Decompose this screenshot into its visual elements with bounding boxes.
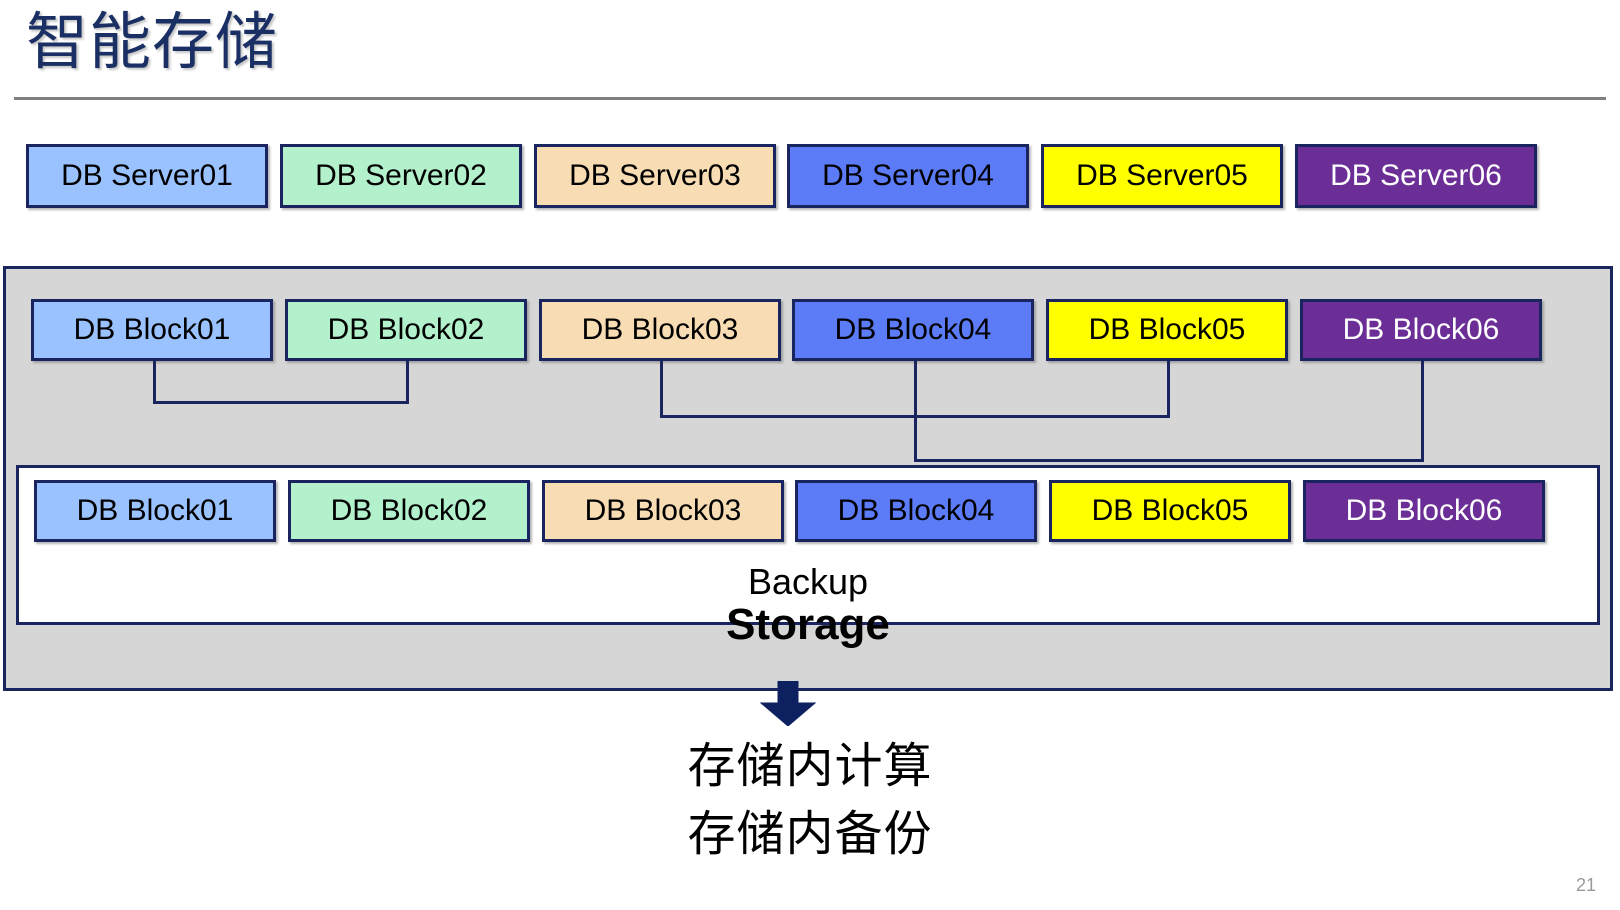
db-block-box-primary-6: DB Block06 bbox=[1300, 299, 1542, 361]
connector-block04-block06 bbox=[914, 361, 1424, 462]
db-server-box-5: DB Server05 bbox=[1041, 144, 1283, 208]
db-server-box-1: DB Server01 bbox=[26, 144, 268, 208]
db-server-box-4: DB Server04 bbox=[787, 144, 1029, 208]
backup-label: Backup bbox=[747, 561, 869, 602]
page-number: 21 bbox=[1575, 875, 1596, 895]
caption-line-2: 存储内备份 bbox=[687, 808, 933, 862]
db-server-box-6: DB Server06 bbox=[1295, 144, 1537, 208]
title-divider bbox=[14, 97, 1606, 100]
db-block-box-backup-3: DB Block03 bbox=[542, 480, 784, 542]
db-block-box-backup-1: DB Block01 bbox=[34, 480, 276, 542]
db-block-box-primary-1: DB Block01 bbox=[31, 299, 273, 361]
db-block-box-backup-5: DB Block05 bbox=[1049, 480, 1291, 542]
db-block-box-primary-3: DB Block03 bbox=[539, 299, 781, 361]
page-title: 智能存储 bbox=[26, 8, 279, 77]
db-block-box-primary-2: DB Block02 bbox=[285, 299, 527, 361]
connector-block01-block02 bbox=[153, 361, 409, 404]
db-block-box-backup-6: DB Block06 bbox=[1303, 480, 1545, 542]
caption-line-1: 存储内计算 bbox=[687, 740, 933, 793]
caption-block: 存储内计算 存储内备份 bbox=[0, 733, 1620, 869]
db-block-box-primary-5: DB Block05 bbox=[1046, 299, 1288, 361]
down-arrow-icon bbox=[759, 681, 817, 726]
db-server-box-2: DB Server02 bbox=[280, 144, 522, 208]
storage-label: Storage bbox=[726, 600, 890, 649]
db-server-box-3: DB Server03 bbox=[534, 144, 776, 208]
db-block-box-backup-2: DB Block02 bbox=[288, 480, 530, 542]
db-block-box-backup-4: DB Block04 bbox=[795, 480, 1037, 542]
db-block-box-primary-4: DB Block04 bbox=[792, 299, 1034, 361]
